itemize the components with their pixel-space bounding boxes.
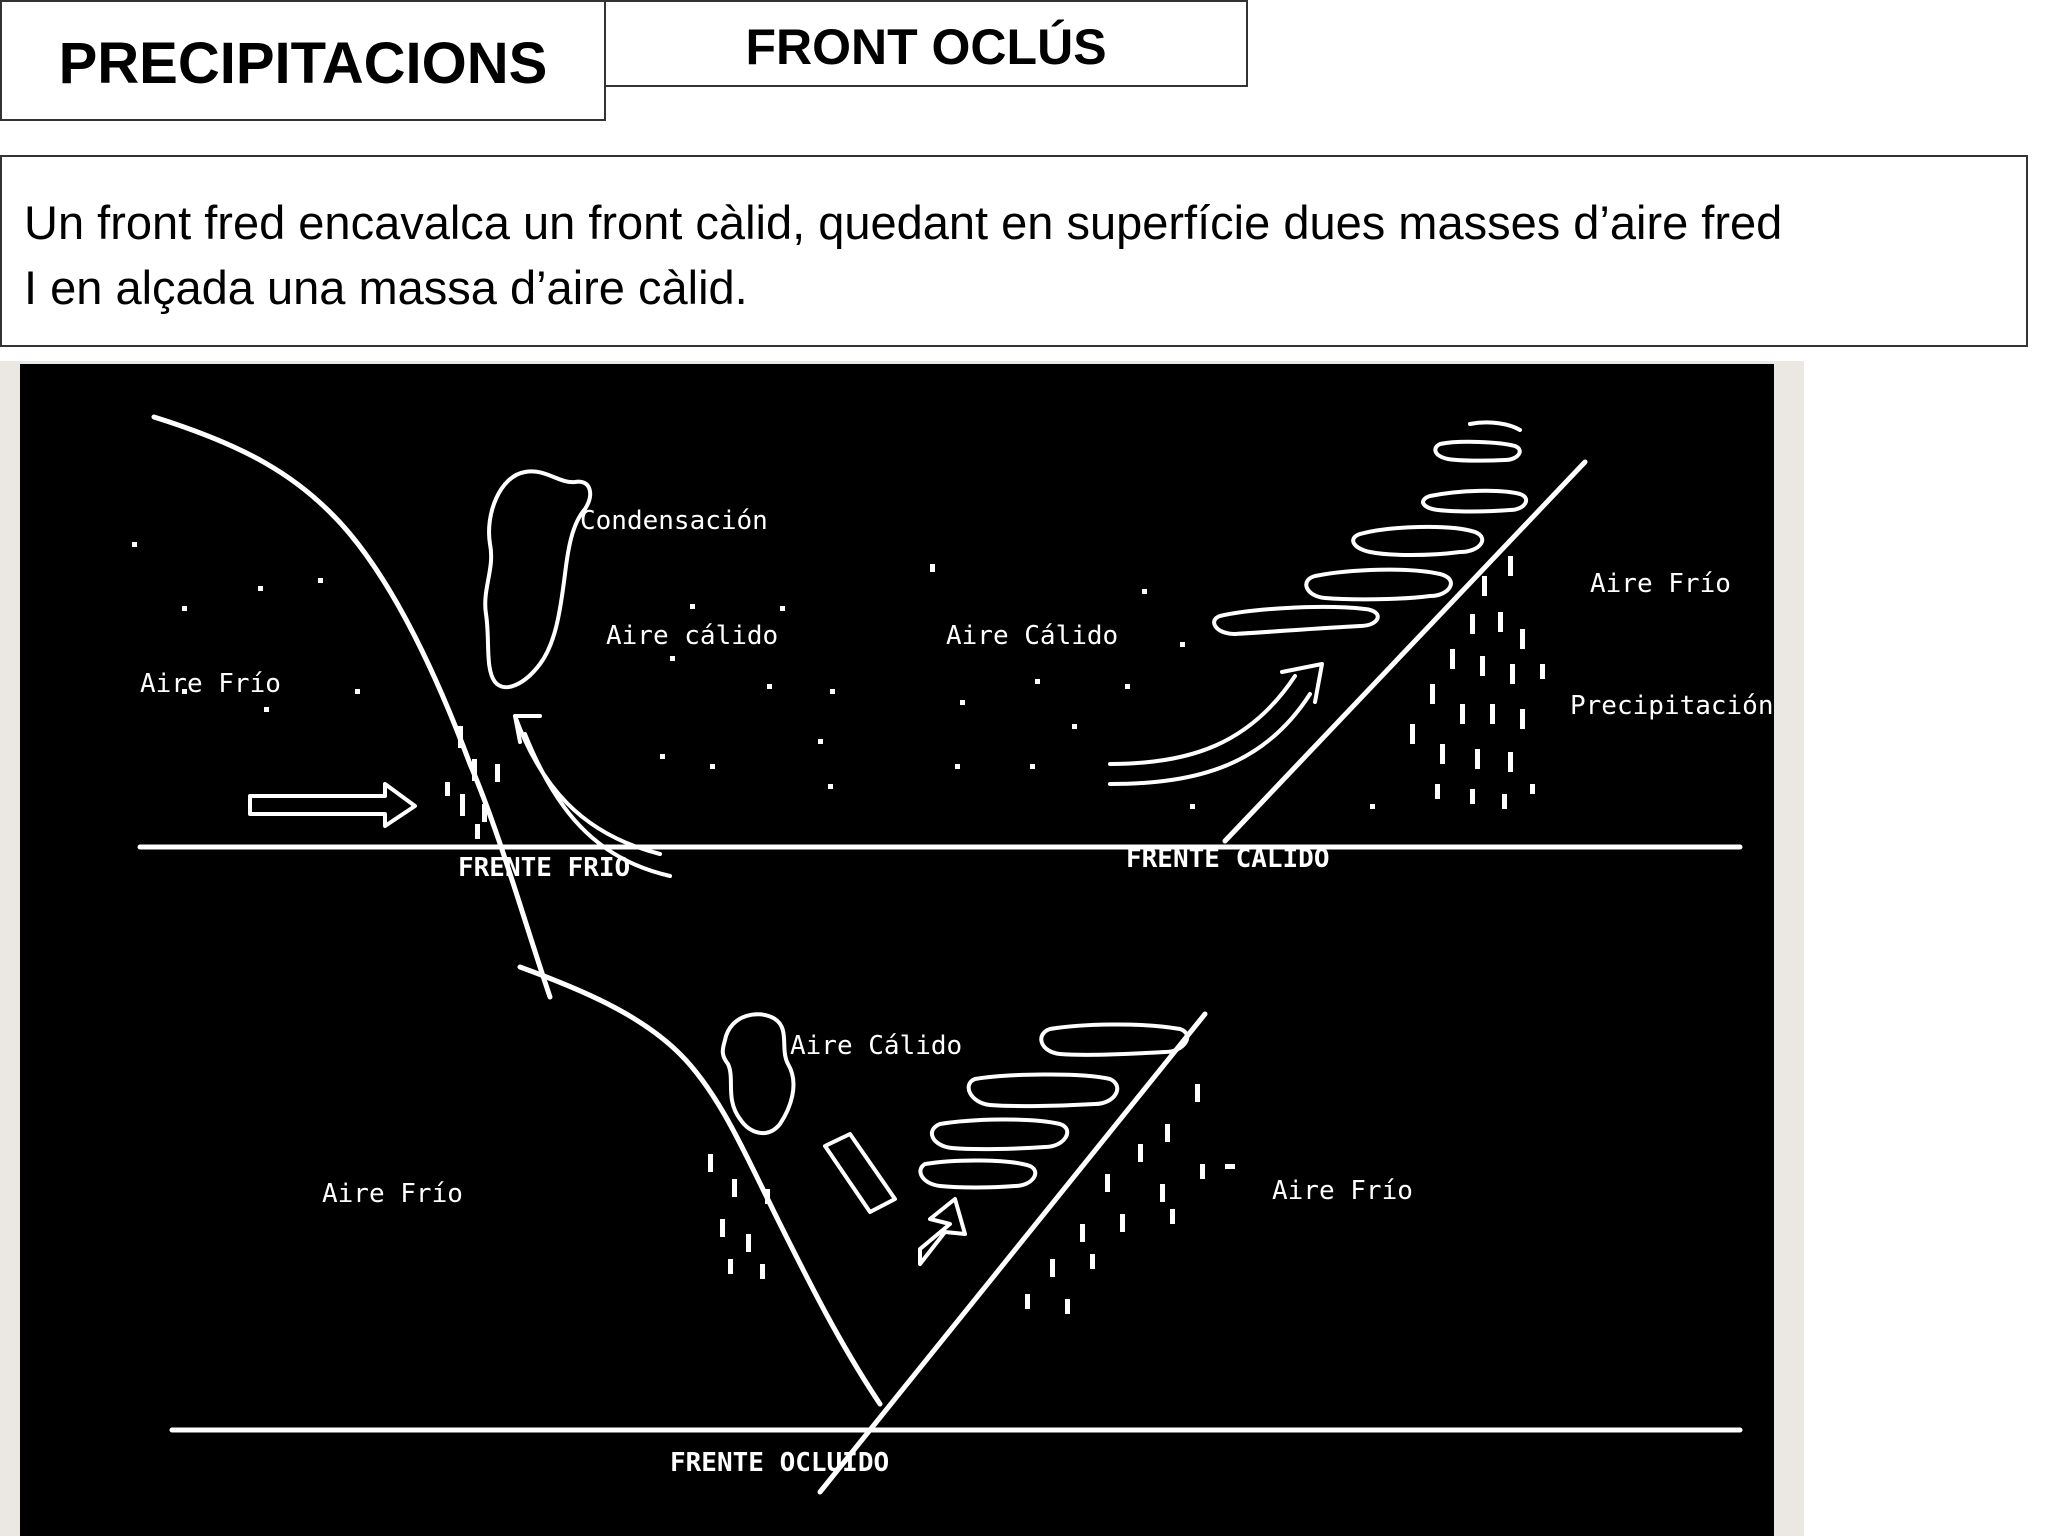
occluded-cloud-4 bbox=[918, 1158, 1038, 1190]
cold-front-curve bbox=[151, 414, 553, 1000]
occluded-cold-air-left-label: Aire Frío bbox=[322, 1179, 463, 1209]
page-title: PRECIPITACIONS bbox=[58, 31, 548, 96]
occluded-cold-air-right-label: Aire Frío bbox=[1272, 1176, 1413, 1206]
cold-front-label: FRENTE FRIO bbox=[458, 853, 630, 883]
page-subtitle: FRONT OCLÚS bbox=[745, 19, 1107, 75]
warm-front-air-arrowhead bbox=[1280, 662, 1324, 704]
warm-front-cloud-3 bbox=[1351, 524, 1485, 557]
subtitle-box: FRONT OCLÚS bbox=[604, 0, 1248, 87]
occluded-warm-cloud bbox=[720, 1012, 796, 1135]
description-line-2: I en alçada una massa d’aire càlid. bbox=[24, 261, 748, 314]
warm-front-cold-air-label: Aire Frío bbox=[1590, 569, 1731, 599]
warm-front-cloud-1 bbox=[1212, 604, 1380, 636]
condensation-cloud bbox=[483, 469, 593, 690]
occluded-warm-air-label: Aire Cálido bbox=[790, 1031, 962, 1061]
occluded-cloud-3 bbox=[929, 1117, 1070, 1152]
occluded-front-label: FRENTE OCLUIDO bbox=[670, 1448, 889, 1478]
warm-front-label: FRENTE CALIDO bbox=[1126, 844, 1330, 874]
cold-air-arrow bbox=[248, 782, 417, 828]
cold-air-molecules bbox=[132, 542, 835, 789]
title-box: PRECIPITACIONS bbox=[0, 0, 606, 121]
occluded-cloud-2 bbox=[966, 1072, 1120, 1109]
precipitation-label: Precipitación bbox=[1570, 691, 1774, 721]
cold-front-precipitation bbox=[445, 726, 500, 839]
warm-front-cloud-5 bbox=[1433, 439, 1522, 463]
warm-air-molecules bbox=[930, 564, 1195, 809]
warm-front-slope bbox=[1222, 459, 1588, 844]
fronts-diagram-svg: Condensación Aire cálido Aire Frío FRENT… bbox=[132, 414, 1774, 1495]
occluded-cold-front-curve bbox=[517, 964, 883, 1407]
warm-front-cloud-6 bbox=[1468, 420, 1522, 432]
warm-front-cloud-2 bbox=[1304, 567, 1453, 602]
warm-air-arrow-2 bbox=[523, 732, 672, 878]
description-box: Un front fred encavalca un front càlid, … bbox=[0, 155, 2028, 347]
cold-front-cold-air-label: Aire Frío bbox=[140, 669, 281, 699]
warm-front-panel: Aire Cálido Aire Frío Precipitación FREN… bbox=[930, 420, 1774, 874]
warm-front-air-arrow-2 bbox=[1108, 692, 1312, 786]
warm-front-cloud-4 bbox=[1421, 488, 1529, 514]
occluded-warm-air-stream bbox=[823, 1132, 897, 1214]
occluded-cloud-1 bbox=[1039, 1022, 1190, 1057]
occluded-warm-air-arrow bbox=[918, 1197, 967, 1266]
condensation-label: Condensación bbox=[580, 506, 768, 536]
cold-front-warm-air-label: Aire cálido bbox=[606, 621, 778, 651]
occluded-front-panel: Aire Cálido Aire Frío Aire Frío FRENTE O… bbox=[322, 964, 1413, 1495]
cold-front-panel: Condensación Aire cálido Aire Frío FRENT… bbox=[132, 414, 835, 1000]
warm-air-arrow-3 bbox=[513, 714, 542, 744]
fronts-diagram: Condensación Aire cálido Aire Frío FRENT… bbox=[20, 364, 1774, 1536]
description-line-1: Un front fred encavalca un front càlid, … bbox=[24, 196, 1783, 249]
occluded-warm-front-slope bbox=[817, 1011, 1208, 1495]
warm-front-precipitation bbox=[1370, 556, 1545, 809]
occluded-precipitation bbox=[708, 1084, 1235, 1314]
warm-front-air-arrow-1 bbox=[1108, 674, 1297, 766]
warm-front-warm-air-label: Aire Cálido bbox=[946, 621, 1118, 651]
